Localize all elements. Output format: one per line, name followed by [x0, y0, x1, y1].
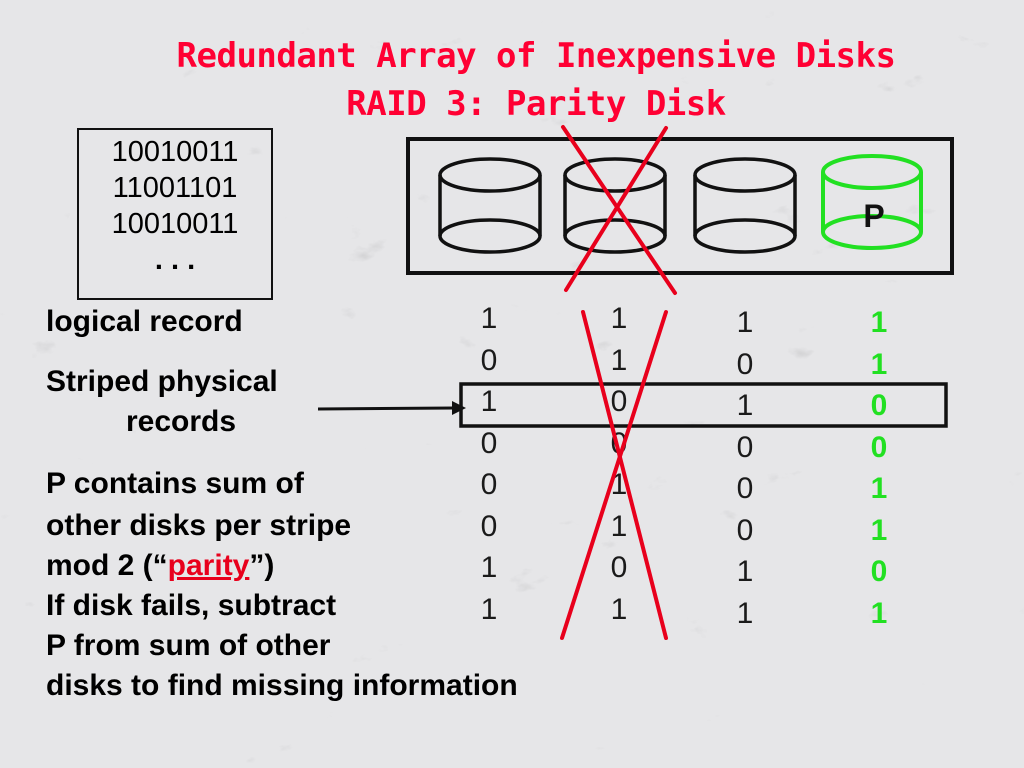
parity-text-line5: P from sum of other	[46, 629, 331, 662]
bit: 1	[736, 306, 754, 339]
logical-record-label: logical record	[46, 305, 243, 338]
bit: 0	[736, 513, 754, 547]
bit: 1	[480, 385, 498, 418]
bit: 0	[610, 551, 628, 584]
record-ellipsis: . . .	[154, 244, 196, 276]
bit: 0	[480, 468, 498, 501]
disk-1-icon	[438, 157, 542, 254]
parity-bit-column: 1 1 0 0 1 1 0 1	[864, 302, 894, 634]
bit: 1	[736, 389, 754, 422]
disk-array-box	[406, 137, 954, 275]
stripe-highlight-box	[459, 382, 948, 428]
failed-disk-cross-icon	[560, 125, 677, 640]
bit: 0	[610, 385, 628, 418]
arrow-icon	[317, 401, 466, 415]
parity-text-line2: other disks per stripe	[46, 509, 352, 542]
record-line: 10010011	[111, 136, 239, 168]
parity-post: ”)	[249, 549, 275, 582]
bit: 1	[870, 513, 888, 547]
record-line: 11001101	[112, 172, 238, 204]
bit: 0	[480, 343, 498, 377]
bit: 0	[480, 426, 498, 460]
disk-3-icon	[693, 157, 797, 254]
bit: 0	[736, 472, 754, 505]
parity-text-line1: P contains sum of	[46, 467, 304, 500]
parity-text-line4: If disk fails, subtract	[46, 589, 337, 622]
disk3-bit-column: 1 0 1 0 0 0 1 1	[730, 302, 760, 634]
bit: 1	[870, 596, 888, 630]
bit: 1	[480, 551, 498, 584]
parity-text-line6: disks to find missing information	[46, 669, 518, 702]
parity-disk-label: P	[863, 198, 884, 234]
bit: 0	[480, 509, 498, 543]
parity-disk-icon	[821, 154, 923, 250]
bit: 1	[736, 596, 754, 630]
bit: 0	[736, 430, 754, 464]
bit: 1	[610, 343, 628, 377]
bit: 1	[870, 306, 888, 339]
bit: 1	[480, 302, 498, 335]
bit: 1	[610, 509, 628, 543]
parity-link[interactable]: parity	[167, 549, 250, 582]
bit: 1	[610, 302, 628, 335]
bit: 1	[870, 472, 888, 505]
bit: 1	[736, 555, 754, 588]
bit: 1	[870, 347, 888, 381]
parity-text-line3: mod 2 (“parity”)	[46, 546, 274, 586]
slide-subtitle: RAID 3: Parity Disk	[346, 84, 726, 124]
bit: 1	[480, 592, 498, 626]
bit: 0	[870, 389, 888, 422]
logical-record-box: 10010011 11001101 10010011 . . .	[77, 128, 273, 300]
record-line: 10010011	[111, 208, 239, 240]
disk1-bit-column: 1 0 1 0 0 0 1 1	[474, 298, 504, 630]
parity-pre: mod 2 (“	[46, 549, 168, 582]
striped-label-line2: records	[126, 405, 237, 438]
bit: 0	[870, 430, 888, 464]
striped-label-line1: Striped physical	[46, 365, 278, 398]
slide-title: Redundant Array of Inexpensive Disks	[176, 36, 896, 76]
bit: 0	[736, 347, 754, 381]
bit: 1	[610, 592, 628, 626]
disk-2-icon	[563, 157, 667, 254]
bit: 0	[870, 555, 888, 588]
